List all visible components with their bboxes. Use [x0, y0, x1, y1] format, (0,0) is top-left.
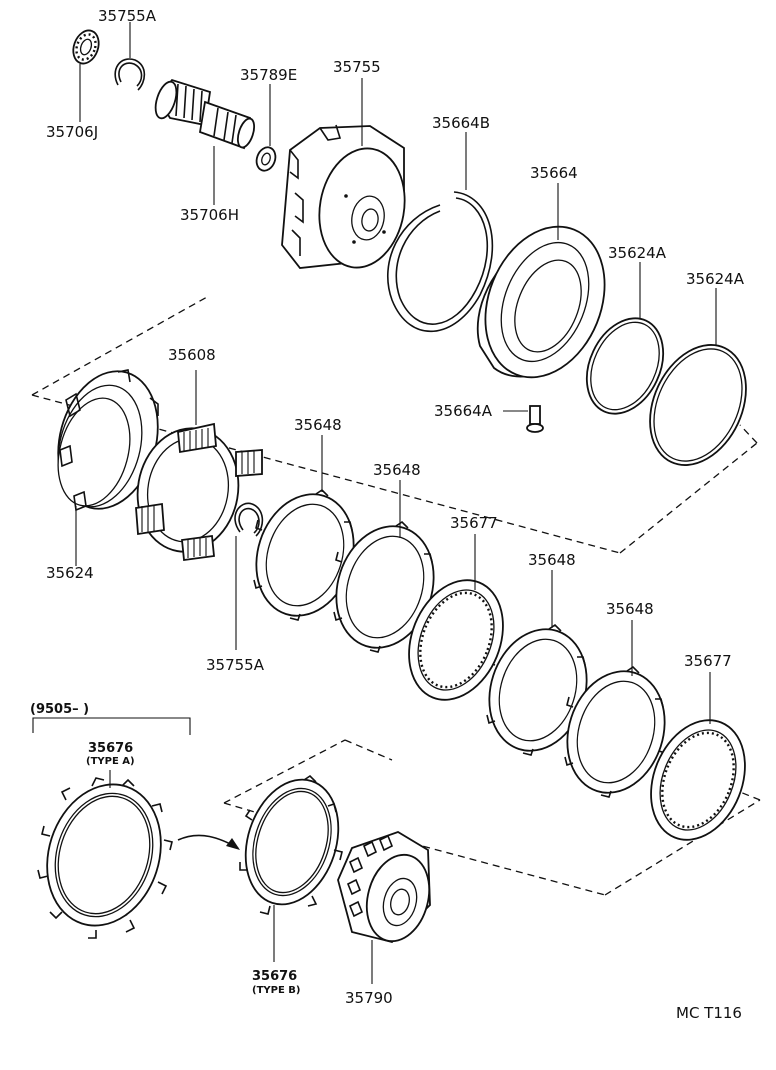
shaft-35706H: [154, 78, 256, 205]
label-35664A: 35664A: [434, 402, 493, 420]
label-35755: 35755: [333, 58, 381, 76]
bolt-35664A: [503, 405, 544, 433]
one-way-clutch-35790: [337, 831, 431, 984]
label-35790: 35790: [345, 989, 393, 1007]
assembly-outline-lower: [223, 739, 761, 896]
note-35676-type-b: (TYPE B): [252, 985, 300, 996]
note-35676-type-a: (TYPE A): [86, 756, 135, 767]
label-35755A-bottom: 35755A: [206, 656, 265, 674]
label-35706H: 35706H: [180, 206, 239, 224]
clutch-disc-35676-type-a: [37, 770, 173, 939]
clutch-disc-35676-type-b: [239, 774, 343, 962]
label-35677-2: 35677: [684, 652, 732, 670]
label-35648-4: 35648: [606, 600, 654, 618]
label-35648-2: 35648: [373, 461, 421, 479]
label-35677-1: 35677: [450, 514, 498, 532]
replacement-arrow: [177, 834, 240, 850]
effective-bracket: (9505– ): [30, 702, 191, 735]
label-35676-type-a: 35676: [88, 741, 133, 756]
hub-ring-35624: [57, 369, 159, 566]
label-35624A-1: 35624A: [608, 244, 667, 262]
label-35789E: 35789E: [240, 66, 297, 84]
piston-35664: [476, 183, 606, 379]
needle-bearing-35706J: [72, 29, 100, 122]
clutch-plate-35648-3: [486, 570, 588, 756]
label-35648-1: 35648: [294, 416, 342, 434]
label-35664: 35664: [530, 164, 578, 182]
label-35624A-2: 35624A: [686, 270, 745, 288]
diagram-code: MC T116: [676, 1004, 742, 1022]
clutch-drum-35755: [281, 78, 406, 269]
snap-ring-35755A-top: [114, 22, 146, 91]
o-ring-35624A-2: [649, 288, 747, 466]
label-35755A-top: 35755A: [98, 7, 157, 25]
o-ring-35624A-1: [585, 262, 665, 415]
label-35664B: 35664B: [432, 114, 490, 132]
label-35676-type-b: 35676: [252, 969, 297, 984]
clutch-plate-35648-2: [333, 480, 435, 653]
snap-ring-35755A-bottom: [234, 502, 264, 650]
label-35624: 35624: [46, 564, 94, 582]
flange-plate-35677-1: [408, 534, 504, 701]
return-spring-35608: [135, 370, 263, 562]
snap-ring-35664B: [387, 132, 494, 333]
label-35608: 35608: [168, 346, 216, 364]
washer-35789E: [255, 84, 277, 172]
effective-note: (9505– ): [30, 702, 89, 717]
flange-plate-35677-2: [650, 672, 746, 841]
clutch-plate-35648-4: [564, 620, 666, 798]
label-35706J: 35706J: [46, 123, 98, 141]
label-35648-3: 35648: [528, 551, 576, 569]
